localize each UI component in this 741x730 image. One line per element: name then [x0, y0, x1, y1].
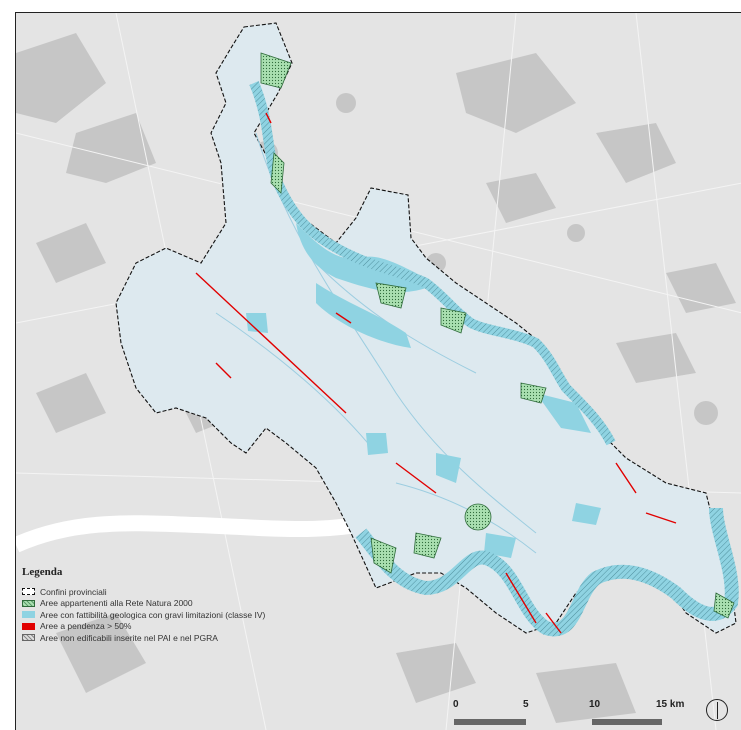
map-frame: Legenda Confini provinciali Aree apparte… [15, 12, 741, 730]
scale-label-15km: 15 km [656, 699, 685, 710]
natura-2000-areas [260, 52, 735, 619]
natura-swatch-icon [22, 599, 35, 607]
legend-label: Aree con fattibilità geologica con gravi… [40, 609, 266, 620]
legend-item-geological-class-iv: Aree con fattibilità geologica con gravi… [22, 609, 352, 621]
legend-label: Confini provinciali [40, 586, 107, 597]
map-canvas [16, 13, 741, 730]
slope-swatch-icon [22, 622, 35, 630]
dashed-border-swatch-icon [22, 588, 35, 596]
scale-label-0: 0 [453, 699, 459, 710]
legend-title: Legenda [22, 566, 63, 578]
north-arrow-icon [706, 699, 728, 721]
geological-swatch-icon [22, 611, 35, 619]
scale-bar-segment-2 [592, 719, 662, 725]
map-legend: Legenda Confini provinciali Aree apparte… [22, 566, 352, 644]
scale-label-10: 10 [589, 699, 601, 710]
legend-item-province-borders: Confini provinciali [22, 586, 352, 598]
scale-bar-segment-1 [454, 719, 526, 725]
legend-label: Aree non edificabili inserite nel PAI e … [40, 632, 218, 643]
inner-waterways [215, 132, 537, 554]
legend-label: Aree a pendenza > 50% [40, 621, 132, 632]
legend-item-pai-pgra: Aree non edificabili inserite nel PAI e … [22, 632, 352, 644]
pai-swatch-icon [22, 634, 35, 642]
legend-label: Aree appartenenti alla Rete Natura 2000 [40, 598, 193, 609]
geological-limit-areas [246, 223, 601, 558]
steep-slope-areas [195, 112, 677, 634]
legend-item-steep-slopes: Aree a pendenza > 50% [22, 621, 352, 633]
legend-item-natura-2000: Aree appartenenti alla Rete Natura 2000 [22, 598, 352, 610]
scale-label-5: 5 [523, 699, 529, 710]
